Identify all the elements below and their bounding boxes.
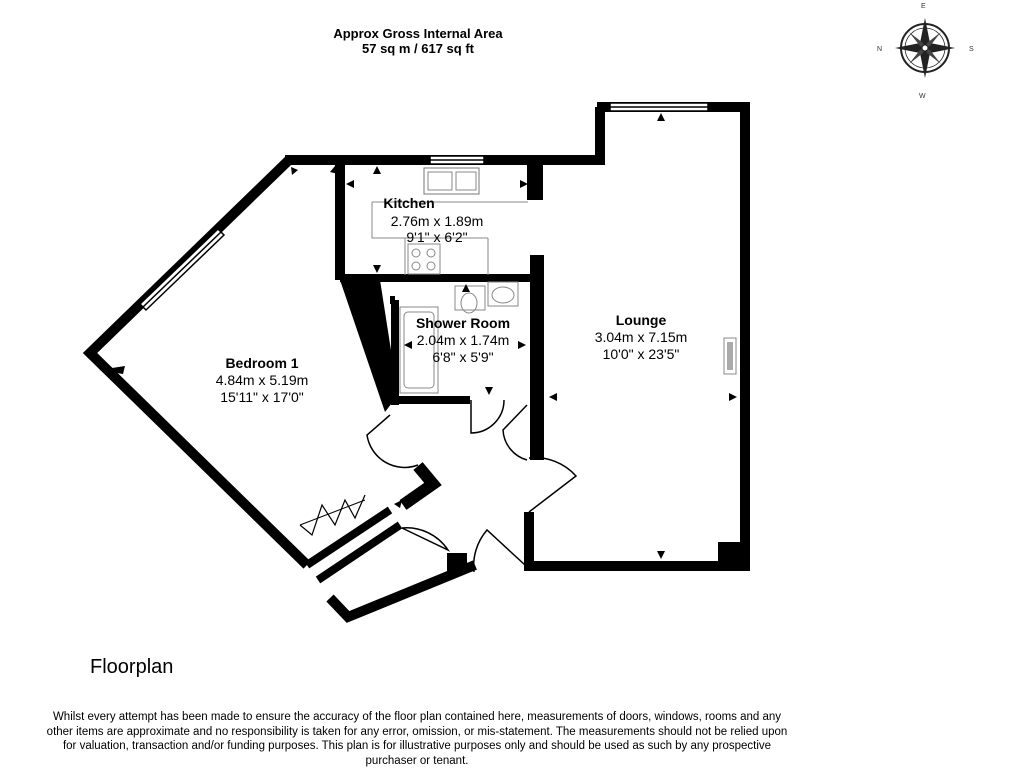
dimension-markers (99, 113, 737, 559)
shower-room-metric: 2.04m x 1.74m (417, 332, 510, 348)
walls (82, 102, 750, 623)
shower-room-imperial: 6'8" x 5'9" (432, 349, 493, 365)
lounge-fireplace (723, 337, 737, 375)
shower-fixtures (399, 281, 519, 394)
fireplace-inset (727, 342, 733, 370)
shower-room-name: Shower Room (416, 315, 510, 331)
compass-s: S (969, 46, 974, 53)
area-title: Approx Gross Internal Area (333, 26, 503, 41)
kitchen-fixtures (371, 167, 528, 275)
kitchen-imperial: 9'1" x 6'2" (406, 229, 467, 245)
lounge-corner-block (718, 542, 740, 562)
compass-e: E (921, 3, 926, 10)
lounge-name: Lounge (616, 312, 667, 328)
floor-label: Floorplan (90, 656, 174, 678)
kitchen-metric: 2.76m x 1.89m (391, 213, 484, 229)
area-value: 57 sq m / 617 sq ft (362, 41, 474, 56)
lounge-imperial: 10'0" x 23'5" (603, 346, 680, 362)
kitchen-wall-block (527, 160, 543, 200)
hall-block (447, 553, 467, 571)
windows (138, 102, 709, 312)
compass-rose-icon: N E S W (877, 3, 974, 100)
bedroom1-name: Bedroom 1 (225, 355, 298, 371)
kitchen-name: Kitchen (383, 195, 434, 211)
bedroom1-metric: 4.84m x 5.19m (216, 372, 309, 388)
compass-n: N (877, 46, 882, 53)
disclaimer-text: Whilst every attempt has been made to en… (46, 711, 788, 767)
bedroom-shower-wall (340, 280, 398, 412)
lounge-metric: 3.04m x 7.15m (595, 329, 688, 345)
compass-w: W (919, 93, 926, 100)
area-header: Approx Gross Internal Area 57 sq m / 617… (300, 26, 536, 56)
bedroom1-imperial: 15'11" x 17'0" (220, 389, 304, 405)
doors (299, 399, 578, 573)
